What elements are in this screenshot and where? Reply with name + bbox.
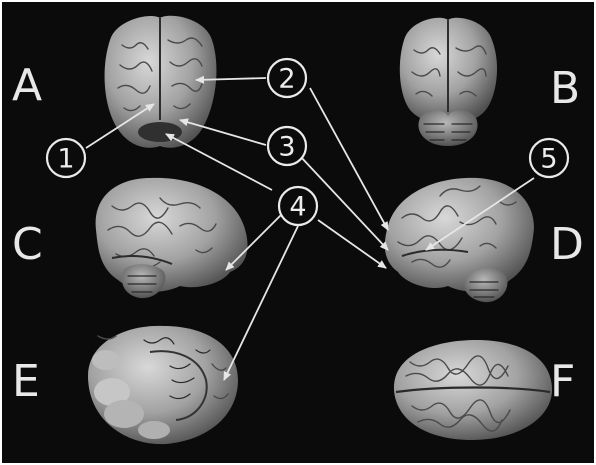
panel-label-a: A xyxy=(12,60,42,111)
brain-view-f-superior xyxy=(394,340,552,440)
callout-3-label: 3 xyxy=(278,132,295,163)
callout-5: 5 xyxy=(530,139,568,177)
panel-label-b: B xyxy=(550,63,580,114)
brain-view-c-lateral xyxy=(96,178,248,298)
callout-4: 4 xyxy=(279,187,317,225)
brain-view-e-inferior xyxy=(88,326,238,444)
callout-1-label: 1 xyxy=(57,144,74,175)
callout-3: 3 xyxy=(268,127,306,165)
brain-view-b-posterior xyxy=(400,18,497,146)
panel-label-f: F xyxy=(550,356,575,407)
callout-5-label: 5 xyxy=(540,144,557,175)
panel-label-d: D xyxy=(550,219,584,270)
panel-label-e: E xyxy=(12,356,40,407)
brain-view-a-frontal xyxy=(105,16,217,148)
callout-2: 2 xyxy=(268,59,306,97)
callout-4-label: 4 xyxy=(289,192,306,223)
callout-2-label: 2 xyxy=(278,64,295,95)
callout-1: 1 xyxy=(47,139,85,177)
panel-label-c: C xyxy=(12,219,43,270)
arrow-4-to-d xyxy=(318,220,386,268)
brain-view-d-lateral xyxy=(385,178,534,302)
